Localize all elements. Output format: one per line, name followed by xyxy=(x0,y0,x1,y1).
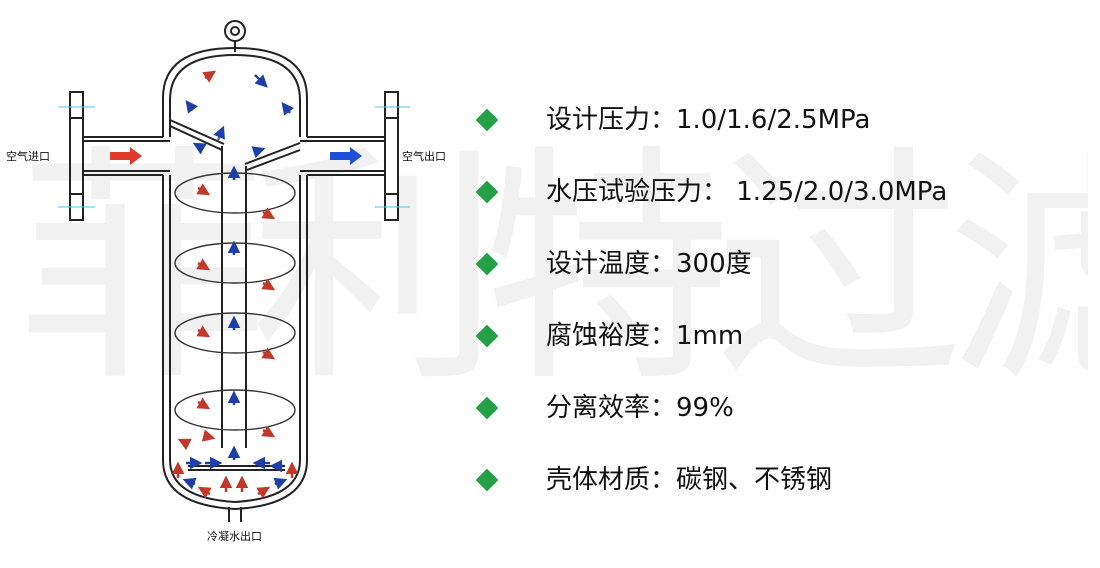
spec-item: 壳体材质：碳钢、不锈钢 xyxy=(475,460,947,532)
spec-list: 设计压力：1.0/1.6/2.5MPa 水压试验压力： 1.25/2.0/3.0… xyxy=(475,100,948,532)
spec-item: 水压试验压力： 1.25/2.0/3.0MPa xyxy=(475,172,948,244)
spec-item: 分离效率：99% xyxy=(475,388,947,460)
internal-baffles xyxy=(169,119,301,471)
outlet-flow-arrow xyxy=(330,147,362,165)
spec-text: 分离效率：99% xyxy=(546,393,734,423)
outlet-pipe xyxy=(300,91,399,221)
inlet-label: 空气进口 xyxy=(6,149,50,163)
helical-swirl xyxy=(174,172,296,431)
spec-item: 设计压力：1.0/1.6/2.5MPa xyxy=(475,100,947,172)
spec-text: 腐蚀裕度：1mm xyxy=(546,321,744,351)
drain-label: 冷凝水出口 xyxy=(207,529,262,543)
separator-diagram: 空气进口 空气出口 冷凝水出口 xyxy=(6,20,446,543)
spec-text: 水压试验压力： 1.25/2.0/3.0MPa xyxy=(546,177,948,207)
spec-text: 壳体材质：碳钢、不锈钢 xyxy=(546,465,833,495)
diamond-bullet-icon xyxy=(475,396,499,420)
spec-text: 设计温度：300度 xyxy=(546,249,752,279)
diamond-bullet-icon xyxy=(475,252,499,276)
spec-item: 腐蚀裕度：1mm xyxy=(475,316,947,388)
spec-item: 设计温度：300度 xyxy=(475,244,947,316)
diamond-bullet-icon xyxy=(475,180,499,204)
inlet-flow-arrow xyxy=(110,147,142,165)
spec-text: 设计压力：1.0/1.6/2.5MPa xyxy=(546,105,871,135)
flow-arrows xyxy=(171,70,299,499)
diamond-bullet-icon xyxy=(475,468,499,492)
drain-pipe xyxy=(228,507,242,522)
diamond-bullet-icon xyxy=(475,324,499,348)
outlet-label: 空气出口 xyxy=(402,149,446,163)
diamond-bullet-icon xyxy=(475,108,499,132)
vessel-shell xyxy=(162,46,308,511)
lifting-ring xyxy=(224,20,246,52)
